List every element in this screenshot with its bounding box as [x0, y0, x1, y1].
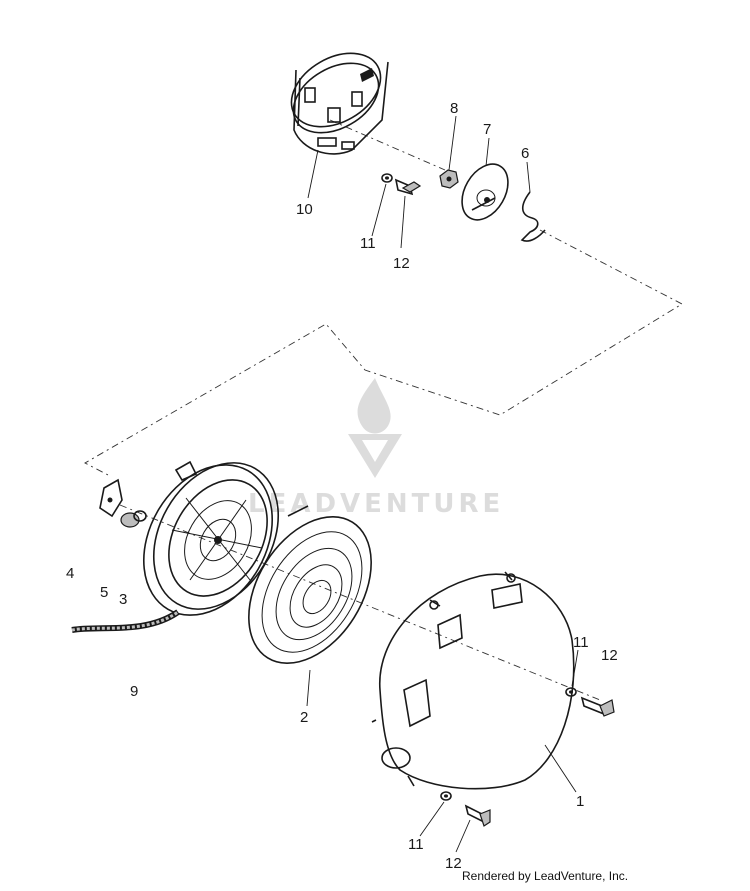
callout-11-top: 11 — [360, 235, 376, 252]
watermark: LEADVENTURE — [248, 378, 504, 519]
callout-12-bottom: 12 — [445, 855, 462, 872]
callout-labels: 1 2 3 4 5 6 7 8 9 10 11 12 11 12 11 12 — [66, 100, 618, 872]
assembly-axis-lines — [84, 119, 683, 701]
part-12-bolt-bottom — [464, 804, 491, 827]
watermark-v-icon — [348, 434, 402, 478]
part-2-recoil-spring — [248, 505, 372, 665]
part-11-washer-right — [565, 687, 577, 697]
callout-11-bottom: 11 — [408, 836, 424, 853]
part-1-housing — [371, 571, 575, 790]
callout-10: 10 — [296, 201, 313, 218]
part-9-rope — [71, 609, 180, 633]
callout-9: 9 — [130, 683, 138, 700]
part-3-pulley — [142, 460, 280, 616]
callout-7: 7 — [483, 121, 491, 138]
part-4-pawl — [99, 478, 123, 518]
part-6-spring-clip — [520, 191, 546, 242]
callout-5: 5 — [100, 584, 108, 601]
part-8-nut — [439, 169, 459, 189]
callout-8: 8 — [450, 100, 458, 117]
part-11-washer-bottom — [440, 791, 452, 801]
part-7-plate — [461, 163, 509, 221]
watermark-flame-icon — [357, 378, 391, 434]
credit-text: Rendered by LeadVenture, Inc. — [462, 869, 628, 883]
part-11-washer-top — [381, 173, 393, 183]
callout-6: 6 — [521, 145, 529, 162]
callout-1: 1 — [576, 793, 584, 810]
callout-2: 2 — [300, 709, 308, 726]
part-10-starter-cup — [290, 52, 389, 155]
part-12-bolt-right — [580, 696, 615, 717]
part-5-bushing — [120, 510, 147, 528]
part-12-bolt-top — [394, 178, 422, 196]
callout-3: 3 — [119, 591, 127, 608]
callout-12-top: 12 — [393, 255, 410, 272]
callout-4: 4 — [66, 565, 74, 582]
callout-11-right: 11 — [573, 634, 589, 651]
leader-lines — [306, 115, 579, 853]
watermark-text: LEADVENTURE — [248, 489, 504, 519]
callout-12-right: 12 — [601, 647, 618, 664]
